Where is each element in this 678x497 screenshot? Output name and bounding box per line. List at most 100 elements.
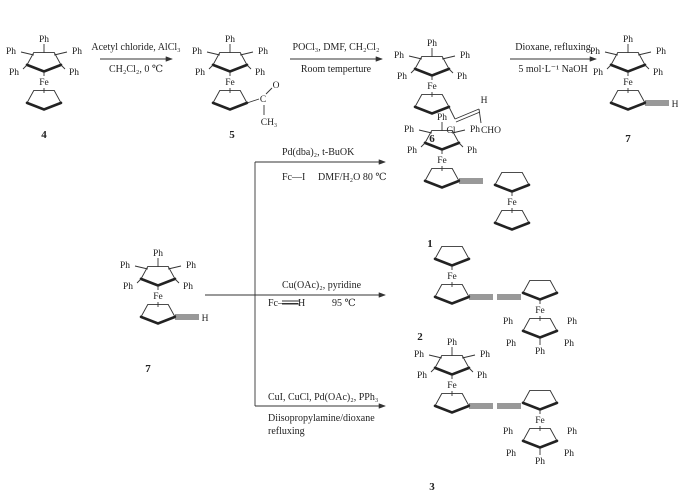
compound-5-label: 5 (229, 129, 235, 141)
compound-1-label: 1 (427, 238, 433, 250)
phenyl-label: Ph (195, 68, 205, 78)
branch-3-conditions: refluxing (268, 426, 305, 437)
phenyl-label: Ph (153, 249, 163, 259)
compound-7-start-label: 7 (145, 363, 151, 375)
phenyl-label: Ph (72, 47, 82, 57)
phenyl-label: Ph (593, 68, 603, 78)
branch-2-conditions: 95 ℃ (332, 298, 356, 309)
compound-2-label: 2 (417, 331, 423, 343)
phenyl-label: Ph (503, 427, 513, 437)
iron-label: Fe (507, 198, 517, 208)
phenyl-label: Ph (564, 339, 574, 349)
phenyl-label: Ph (477, 371, 487, 381)
compound-6-label: 6 (429, 133, 435, 145)
phenyl-label: Ph (623, 35, 633, 45)
phenyl-label: Ph (123, 282, 133, 292)
branch-arrows: Pd(dba)₂, t-BuOK Fc—I DMF/H₂O 80 ℃ Cu(OA… (205, 147, 387, 437)
step-1-conditions: CH₂Cl₂, 0 ℃ (109, 64, 163, 75)
iron-label: Fe (153, 292, 163, 302)
phenyl-label: Ph (404, 125, 414, 135)
phenyl-label: Ph (567, 427, 577, 437)
chlorine-label: Cl (447, 126, 456, 136)
phenyl-label: Ph (427, 39, 437, 49)
phenyl-label: Ph (186, 261, 196, 271)
phenyl-label: Ph (506, 449, 516, 459)
step-1-reagents: Acetyl chloride, AlCl₃ (91, 42, 180, 53)
branch-3-solvent: Diisopropylamine/dioxane (268, 413, 375, 424)
methyl-label: CH₃ (261, 118, 278, 128)
phenyl-label: Ph (656, 47, 666, 57)
phenyl-label: Ph (503, 317, 513, 327)
phenyl-label: Ph (397, 72, 407, 82)
phenyl-label: Ph (414, 350, 424, 360)
phenyl-label: Ph (564, 449, 574, 459)
iron-label: Fe (39, 78, 49, 88)
branch-1-conditions: DMF/H₂O 80 ℃ (318, 172, 387, 183)
step-3-reagents: Dioxane, refluxing (515, 42, 591, 53)
compound-2-ferrocenyl: Fe (433, 246, 521, 305)
iron-label: Fe (447, 272, 457, 282)
iron-label: Fe (427, 82, 437, 92)
phenyl-label: Ph (437, 113, 447, 123)
phenyl-label: Ph (39, 35, 49, 45)
step-2-reagents: POCl₃, DMF, CH₂Cl₂ (293, 42, 380, 53)
hydrogen-label: H (202, 314, 209, 324)
compound-1-ferrocenyl: Fe (493, 172, 531, 231)
compound-3-label: 3 (429, 481, 435, 493)
phenyl-label: Ph (407, 146, 417, 156)
phenyl-label: Ph (470, 125, 480, 135)
branch-3-reagents: CuI, CuCl, Pd(OAc)₂, PPh₃ (268, 392, 378, 403)
phenyl-label: Ph (255, 68, 265, 78)
phenyl-label: Ph (192, 47, 202, 57)
step-2-arrow: POCl₃, DMF, CH₂Cl₂ Room temperture (290, 42, 383, 75)
phenyl-label: Ph (394, 51, 404, 61)
aldehyde-label: CHO (481, 126, 501, 136)
carbon-label: C (260, 95, 266, 105)
step-2-conditions: Room temperture (301, 64, 372, 75)
phenyl-label: Ph (467, 146, 477, 156)
step-3-arrow: Dioxane, refluxing 5 mol·L⁻¹ NaOH (510, 42, 597, 75)
iron-label: Fe (225, 78, 235, 88)
hydrogen-label: H (481, 96, 488, 106)
phenyl-label: Ph (258, 47, 268, 57)
step-3-conditions: 5 mol·L⁻¹ NaOH (518, 64, 587, 75)
phenyl-label: Ph (460, 51, 470, 61)
oxygen-label: O (273, 81, 280, 91)
iron-label: Fe (447, 381, 457, 391)
iron-label: Fe (437, 156, 447, 166)
phenyl-label: Ph (225, 35, 235, 45)
compound-4-label: 4 (41, 129, 47, 141)
branch-1-reagents: Pd(dba)₂, t-BuOK (282, 147, 355, 158)
phenyl-label: Ph (183, 282, 193, 292)
phenyl-label: Ph (590, 47, 600, 57)
phenyl-label: Ph (457, 72, 467, 82)
phenyl-label: Ph (9, 68, 19, 78)
branch-2-coreactant: Fc——H (268, 298, 305, 309)
phenyl-label: Ph (567, 317, 577, 327)
step-1-arrow: Acetyl chloride, AlCl₃ CH₂Cl₂, 0 ℃ (91, 42, 180, 75)
phenyl-label: Ph (447, 338, 457, 348)
hydrogen-label: H (672, 100, 678, 110)
phenyl-label: Ph (535, 347, 545, 357)
phenyl-label: Ph (480, 350, 490, 360)
iron-label: Fe (535, 306, 545, 316)
branch-1-coreactant: Fc—I (282, 172, 305, 183)
phenyl-label: Ph (417, 371, 427, 381)
iron-label: Fe (535, 416, 545, 426)
phenyl-label: Ph (535, 457, 545, 467)
iron-label: Fe (623, 78, 633, 88)
phenyl-label: Ph (6, 47, 16, 57)
compound-7-label: 7 (625, 133, 631, 145)
phenyl-label: Ph (506, 339, 516, 349)
branch-2-reagents: Cu(OAc)₂, pyridine (282, 280, 362, 291)
